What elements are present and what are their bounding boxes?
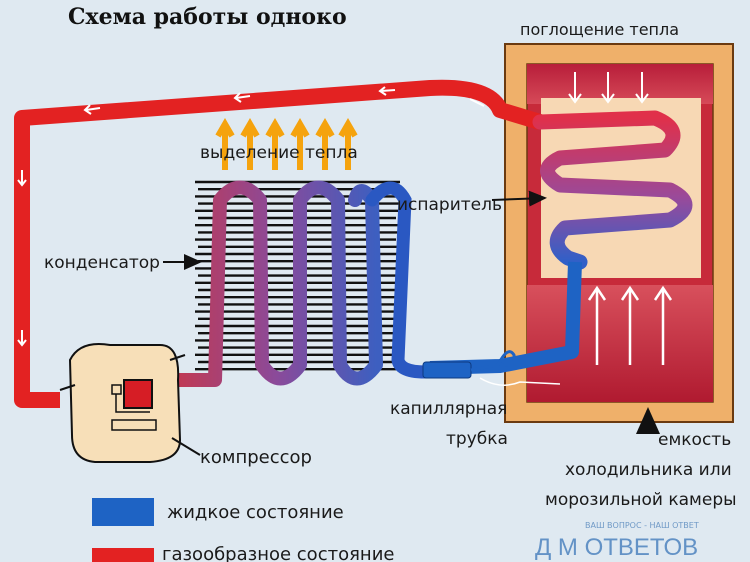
flow-arrows [17, 86, 485, 347]
heat-release-label: выделение тепла [200, 143, 358, 163]
capillary-tube [422, 350, 561, 386]
evaporator-coil [532, 110, 693, 270]
gas-return-pipe [14, 79, 543, 408]
container-label-line1: емкость [658, 430, 731, 450]
heat-release-arrows [215, 118, 358, 170]
capillary-label-line1: капиллярная [390, 399, 507, 419]
compressor-pointer [171, 437, 201, 456]
watermark-tagline: ВАШ ВОПРОС - НАШ ОТВЕТ [585, 521, 699, 530]
watermark: ВАШ ВОПРОС - НАШ ОТВЕТ Д М ОТВЕТОВ [535, 521, 699, 561]
legend-label-gas: газообразное состояние [162, 544, 394, 562]
legend-swatch-gas [92, 548, 154, 562]
condenser-label: конденсатор [44, 253, 160, 273]
legend-label-liquid: жидкое состояние [167, 502, 344, 523]
evaporator-pointer [491, 190, 547, 207]
compressor-label: компрессор [200, 447, 312, 468]
heat-in-arrows [568, 72, 649, 104]
watermark-logo: Д М ОТВЕТОВ [535, 534, 698, 561]
compressor [59, 343, 186, 463]
container-label-line3: морозильной камеры [545, 490, 737, 510]
legend-swatch-liquid [92, 498, 154, 526]
capillary-label-line2: трубка [446, 429, 508, 449]
condenser-outlet-pipe [365, 181, 432, 379]
heat-absorption-label: поглощение тепла [520, 20, 679, 39]
container-label-line2: холодильника или [565, 460, 732, 480]
cold-air-arrows [587, 285, 673, 365]
evaporator-label: испаритель [397, 195, 502, 215]
legend: жидкое состояние газообразное состояние [92, 498, 394, 562]
diagram-title: Схема работы одноко [68, 4, 347, 30]
